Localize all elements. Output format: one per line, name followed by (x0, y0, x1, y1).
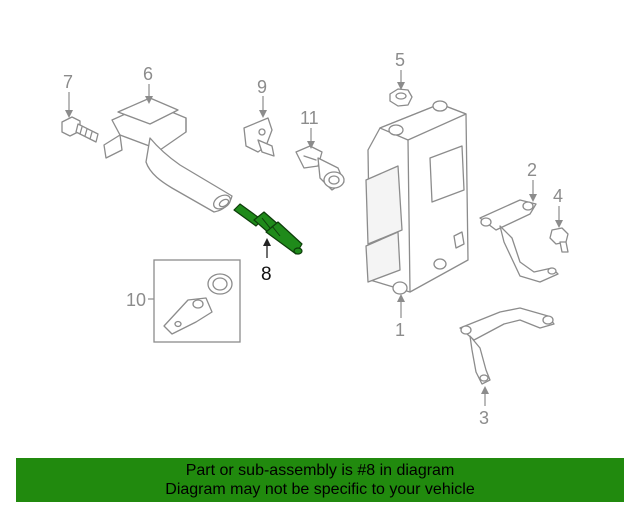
arrow-1 (397, 294, 405, 302)
arrow-7 (65, 110, 73, 118)
banner-line-1: Part or sub-assembly is #8 in diagram (185, 462, 455, 479)
callout-1: 1 (395, 320, 405, 340)
arrow-3 (481, 386, 489, 394)
part-2-bracket (479, 199, 559, 283)
arrow-2 (529, 194, 537, 202)
part-5-nut (389, 88, 413, 107)
part-10-kit-box (153, 259, 241, 343)
callout-10: 10 (126, 290, 146, 310)
part-9-bracket (243, 117, 275, 157)
arrow-8 (263, 238, 271, 246)
part-4-bolt (549, 227, 569, 253)
callout-7: 7 (63, 72, 73, 92)
arrow-4 (555, 220, 563, 228)
callout-9: 9 (257, 77, 267, 97)
arrow-11 (307, 141, 315, 149)
part-7-bolt (61, 116, 99, 143)
callout-6: 6 (143, 64, 153, 84)
callout-11: 11 (300, 108, 319, 128)
part-3-bracket (459, 307, 555, 385)
callout-3: 3 (479, 408, 489, 428)
info-banner: Part or sub-assembly is #8 in diagram Di… (16, 458, 624, 502)
banner-line-2: Diagram may not be specific to your vehi… (165, 481, 475, 498)
arrow-6 (145, 96, 153, 104)
part-1-control-module (365, 100, 469, 295)
arrow-9 (259, 110, 267, 118)
callout-2: 2 (527, 160, 537, 180)
callout-8: 8 (261, 264, 272, 285)
arrow-5 (397, 82, 405, 90)
callout-5: 5 (395, 50, 405, 70)
callout-4: 4 (553, 186, 563, 206)
part-8-spark-plug (233, 203, 303, 255)
part-11-sensor (295, 145, 345, 191)
part-6-ignition-coil (103, 97, 233, 213)
